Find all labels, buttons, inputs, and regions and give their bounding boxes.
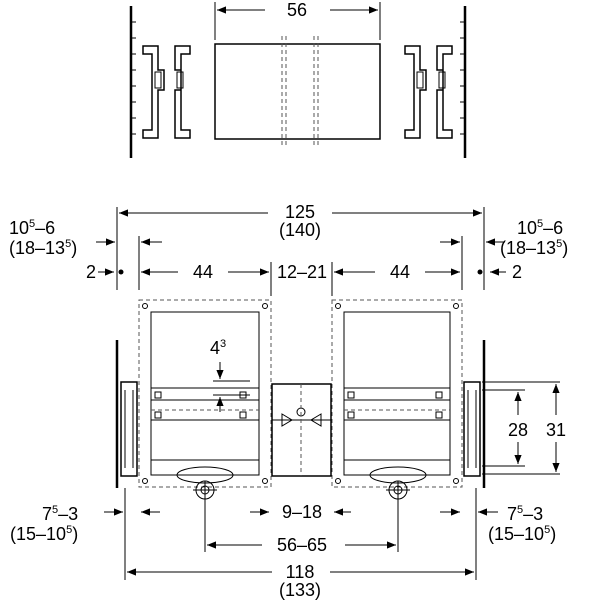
dim-drain-spacing-label: 56–65 bbox=[277, 535, 327, 555]
left-drain-fitting bbox=[176, 466, 234, 510]
right-side-bracket bbox=[463, 340, 486, 488]
dim-right-offset: 105–6 bbox=[517, 218, 563, 238]
top-view: 56 bbox=[129, 0, 467, 158]
dim-left-offset-alt: (18–135) bbox=[9, 238, 77, 258]
dim-left-offset: 105–6 bbox=[9, 218, 55, 238]
left-wall-ticks bbox=[131, 21, 136, 135]
dim-center-bottom-label: 9–18 bbox=[282, 502, 322, 522]
dim-56-label: 56 bbox=[287, 0, 307, 20]
dim-31-label: 31 bbox=[546, 420, 566, 440]
dim-right-gap: 2 bbox=[512, 262, 522, 282]
dim-right-bottom: 75–3 bbox=[507, 504, 543, 524]
right-drain-fitting bbox=[369, 466, 427, 510]
top-left-bracket-1 bbox=[142, 45, 165, 139]
dim-left-bottom-alt: (15–105) bbox=[10, 524, 78, 544]
dim-28-label: 28 bbox=[508, 420, 528, 440]
dim-center-gap-label: 12–21 bbox=[277, 262, 327, 282]
top-left-bracket-2 bbox=[174, 45, 191, 139]
dim-44-left-label: 44 bbox=[193, 262, 213, 282]
dim-right-bottom-alt: (15–105) bbox=[488, 524, 556, 544]
dim-right-gap-dot bbox=[477, 269, 483, 275]
dim-rail-height: 43 bbox=[210, 338, 226, 358]
rail-break-marks bbox=[281, 36, 319, 146]
dim-left-gap-dot bbox=[118, 269, 124, 275]
dim-left-gap: 2 bbox=[86, 262, 96, 282]
right-cabinet-frame bbox=[331, 299, 463, 488]
right-wall-ticks bbox=[460, 21, 465, 135]
front-view: 125 (140) 105–6 (18–135) 105–6 (18–135) … bbox=[9, 202, 568, 600]
left-side-bracket bbox=[115, 340, 138, 488]
top-center-rail bbox=[214, 43, 381, 140]
dim-140-label: (140) bbox=[279, 220, 321, 240]
top-right-bracket-2 bbox=[436, 45, 453, 139]
dim-right-offset-alt: (18–135) bbox=[500, 238, 568, 258]
dim-44-right-label: 44 bbox=[390, 262, 410, 282]
left-cabinet-frame bbox=[138, 299, 272, 488]
dim-118-label: 118 bbox=[286, 562, 315, 582]
dim-125-label: 125 bbox=[285, 202, 315, 222]
center-module bbox=[271, 383, 332, 477]
top-right-bracket-1 bbox=[404, 45, 427, 139]
dim-left-bottom: 75–3 bbox=[42, 504, 78, 524]
dim-133-label: (133) bbox=[279, 580, 321, 600]
